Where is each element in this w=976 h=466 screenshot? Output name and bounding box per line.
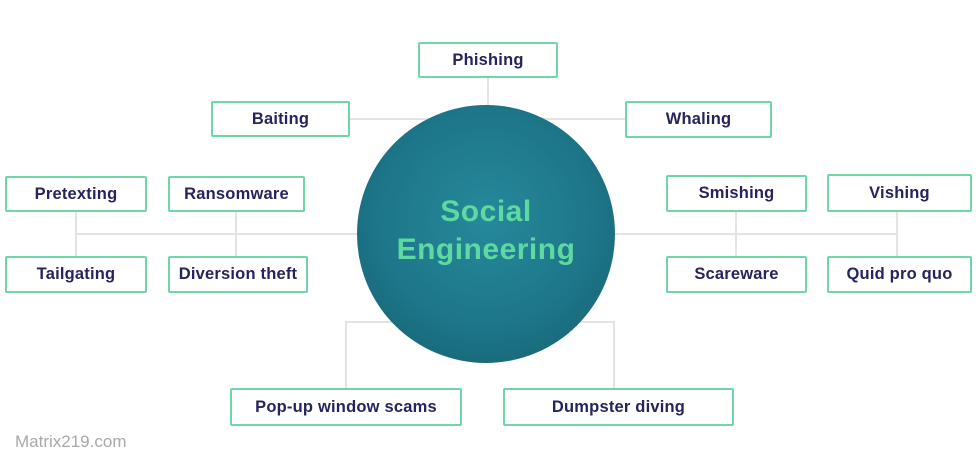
connector-pretexting-tailgating	[75, 212, 77, 257]
node-pretexting: Pretexting	[5, 176, 147, 212]
node-popup-window-scams: Pop-up window scams	[230, 388, 462, 426]
connector-popup	[345, 321, 347, 388]
node-quid-pro-quo: Quid pro quo	[827, 256, 972, 293]
node-tailgating: Tailgating	[5, 256, 147, 293]
node-dumpster-diving: Dumpster diving	[503, 388, 734, 426]
node-smishing: Smishing	[666, 175, 807, 212]
connector-vishing-quid	[896, 212, 898, 257]
central-title-line2: Engineering	[396, 233, 576, 266]
node-baiting: Baiting	[211, 101, 350, 137]
node-ransomware: Ransomware	[168, 176, 305, 212]
node-scareware: Scareware	[666, 256, 807, 293]
connector-ransomware-diversion	[235, 212, 237, 257]
node-whaling: Whaling	[625, 101, 772, 138]
node-diversion-theft: Diversion theft	[168, 256, 308, 293]
connector-dumpster	[613, 321, 615, 388]
watermark-text: Matrix219.com	[15, 432, 127, 451]
node-phishing: Phishing	[418, 42, 558, 78]
central-title-line1: Social	[440, 195, 532, 228]
node-vishing: Vishing	[827, 174, 972, 212]
connector-smishing-scareware	[735, 212, 737, 257]
central-node: Social Engineering	[357, 105, 615, 363]
central-node-title: Social Engineering	[397, 193, 576, 269]
